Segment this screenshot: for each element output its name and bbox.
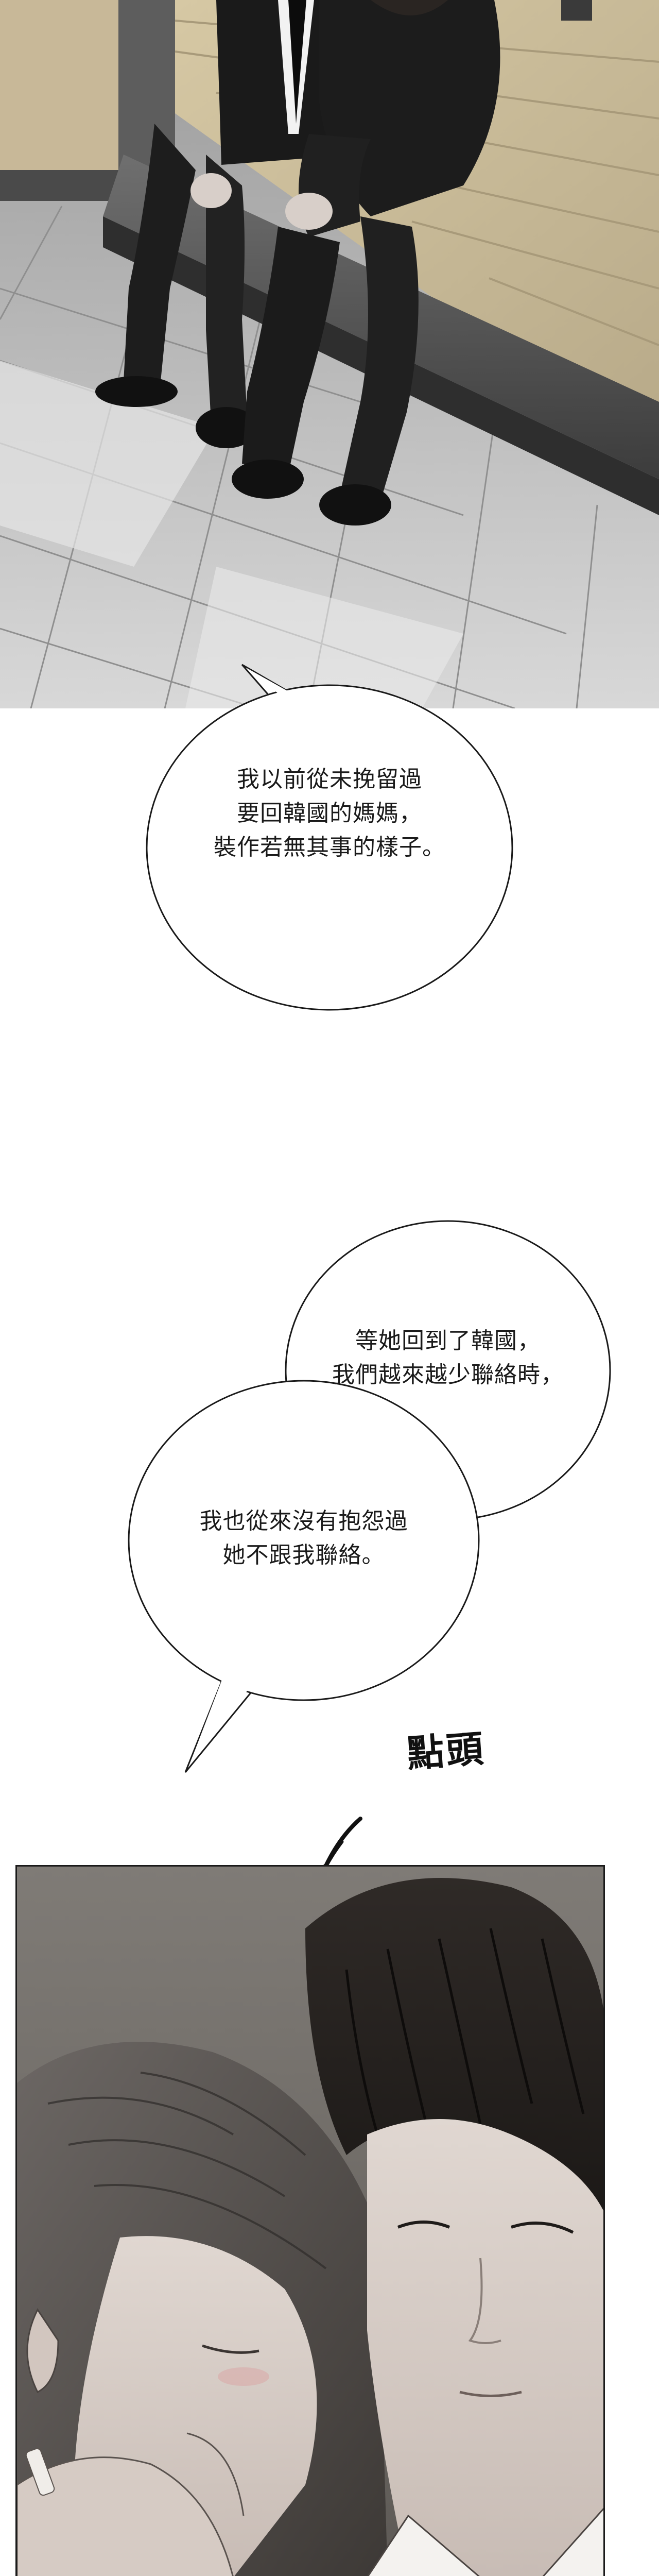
shirt-collar [542,2507,603,2576]
wall-fixture [561,0,592,21]
bubble-line: 我以前從未挽留過 [237,766,422,792]
tie [288,0,306,124]
sitting-men-illustration [0,0,659,708]
shoe [95,376,178,407]
hand [17,2456,234,2576]
panel-closeup [15,1865,605,2576]
man-right-hair [305,1878,603,2226]
speech-bubble-2-text: 等她回到了韓國， 我們越來越少聯絡時， [299,1324,597,1392]
bubble-line: 等她回到了韓國， [355,1328,541,1354]
speech-bubble-3-text: 我也從來沒有抱怨過 她不跟我聯絡。 [144,1504,463,1572]
bubble-line: 裝作若無其事的樣子。 [214,834,445,860]
sfx-nod: 點頭 [405,1726,487,1776]
speech-bubble-3 [128,1380,480,1773]
clasped-hands [285,193,333,230]
speech-bubble-1-text: 我以前從未挽留過 要回韓國的媽媽， 裝作若無其事的樣子。 [175,762,484,865]
bubble-line: 要回韓國的媽媽， [237,800,422,826]
shoe [319,484,391,526]
hair-strands [345,1928,585,2135]
floor-light-patch [0,361,216,567]
man-left-leg [206,155,247,422]
nose [468,2258,501,2344]
bubble-line: 我也從來沒有抱怨過 [199,1508,408,1534]
man-right-torso [319,0,500,216]
panel-sitting-men [0,0,659,708]
finger [186,2432,245,2516]
eye [511,2222,574,2234]
closeup-illustration [17,1867,603,2576]
eye [397,2221,450,2229]
blush [218,2367,269,2386]
mouth [459,2391,522,2397]
ring [25,2448,55,2496]
hair [371,0,448,15]
bubble-line: 我們越來越少聯絡時， [332,1362,564,1388]
man-left-leg [124,124,196,392]
man-right-leg [340,216,419,500]
shoe [196,407,257,448]
hand [190,173,232,208]
shirt-collar [367,2514,480,2576]
hair-strands [47,2072,327,2269]
closed-eye [202,2344,259,2354]
man-right-face [367,2119,603,2576]
shoe [232,460,304,499]
ear [26,2308,59,2394]
man-right-leg [242,227,340,474]
bubble-line: 她不跟我聯絡。 [222,1542,385,1568]
